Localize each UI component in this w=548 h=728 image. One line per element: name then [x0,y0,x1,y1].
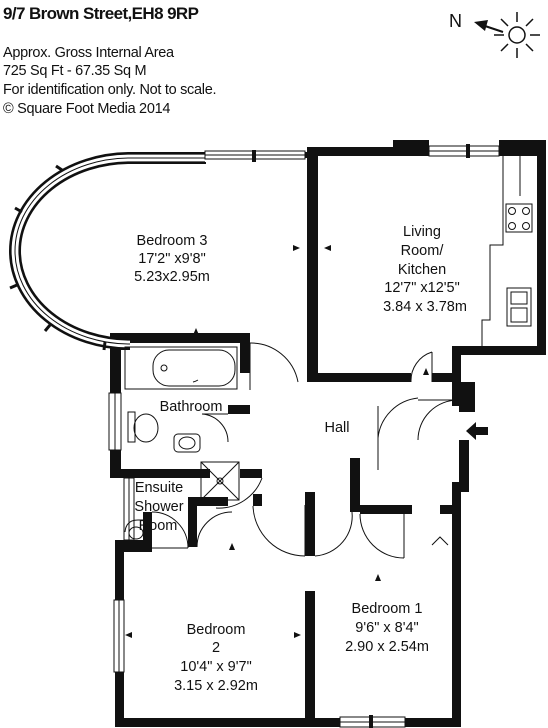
living-imperial: 12'7" x12'5" [384,280,460,296]
bedroom3-name: Bedroom 3 [137,233,208,249]
bedroom1-imperial: 9'6" x 8'4" [355,620,418,636]
bedroom2-metric: 3.15 x 2.92m [174,678,258,694]
area-size: 725 Sq Ft - 67.35 Sq M [3,63,147,79]
bedroom1-name: Bedroom 1 [352,601,423,617]
compass: N [449,11,540,58]
copyright: © Square Foot Media 2014 [3,101,171,117]
ensuite-name-1: Ensuite [135,480,183,496]
bathroom-name: Bathroom [160,399,223,415]
disclaimer: For identification only. Not to scale. [3,82,217,98]
bedroom3-imperial: 17'2" x9'8" [138,251,205,267]
bedroom3-metric: 5.23x2.95m [134,269,210,285]
living-name-3: Kitchen [398,262,446,278]
bathtub-icon [124,346,238,390]
sun-icon [494,12,540,58]
window-posts [252,144,470,728]
bedroom2-imperial: 10'4" x 9'7" [180,659,251,675]
living-metric: 3.84 x 3.78m [383,299,467,315]
bathroom-fixtures [124,346,238,453]
bay-window [9,152,206,351]
basin-icon [173,433,201,453]
room-labels: Bedroom 3 17'2" x9'8" 5.23x2.95m Living … [134,224,467,694]
north-arrow-icon [474,20,504,33]
doors [151,342,459,559]
toilet-icon [133,413,159,443]
entrance-arrow-icon [466,422,488,440]
sink-icon [506,287,532,327]
area-caption: Approx. Gross Internal Area [3,45,174,61]
north-label: N [449,11,462,31]
shower-tray-icon [124,461,240,540]
ensuite-name-2: Shower [134,499,183,515]
living-name-2: Room/ [401,243,445,259]
hob-icon [505,203,533,233]
property-address: 9/7 Brown Street,EH8 9RP [3,4,199,23]
living-name-1: Living [403,224,441,240]
ensuite-name-3: Room [139,518,178,534]
bedroom2-name-2: 2 [212,640,220,656]
bedroom1-metric: 2.90 x 2.54m [345,639,429,655]
kitchen-units [481,156,533,346]
hall-name: Hall [325,420,350,436]
bedroom2-name-1: Bedroom [187,622,246,638]
dimension-ticks [125,245,429,638]
